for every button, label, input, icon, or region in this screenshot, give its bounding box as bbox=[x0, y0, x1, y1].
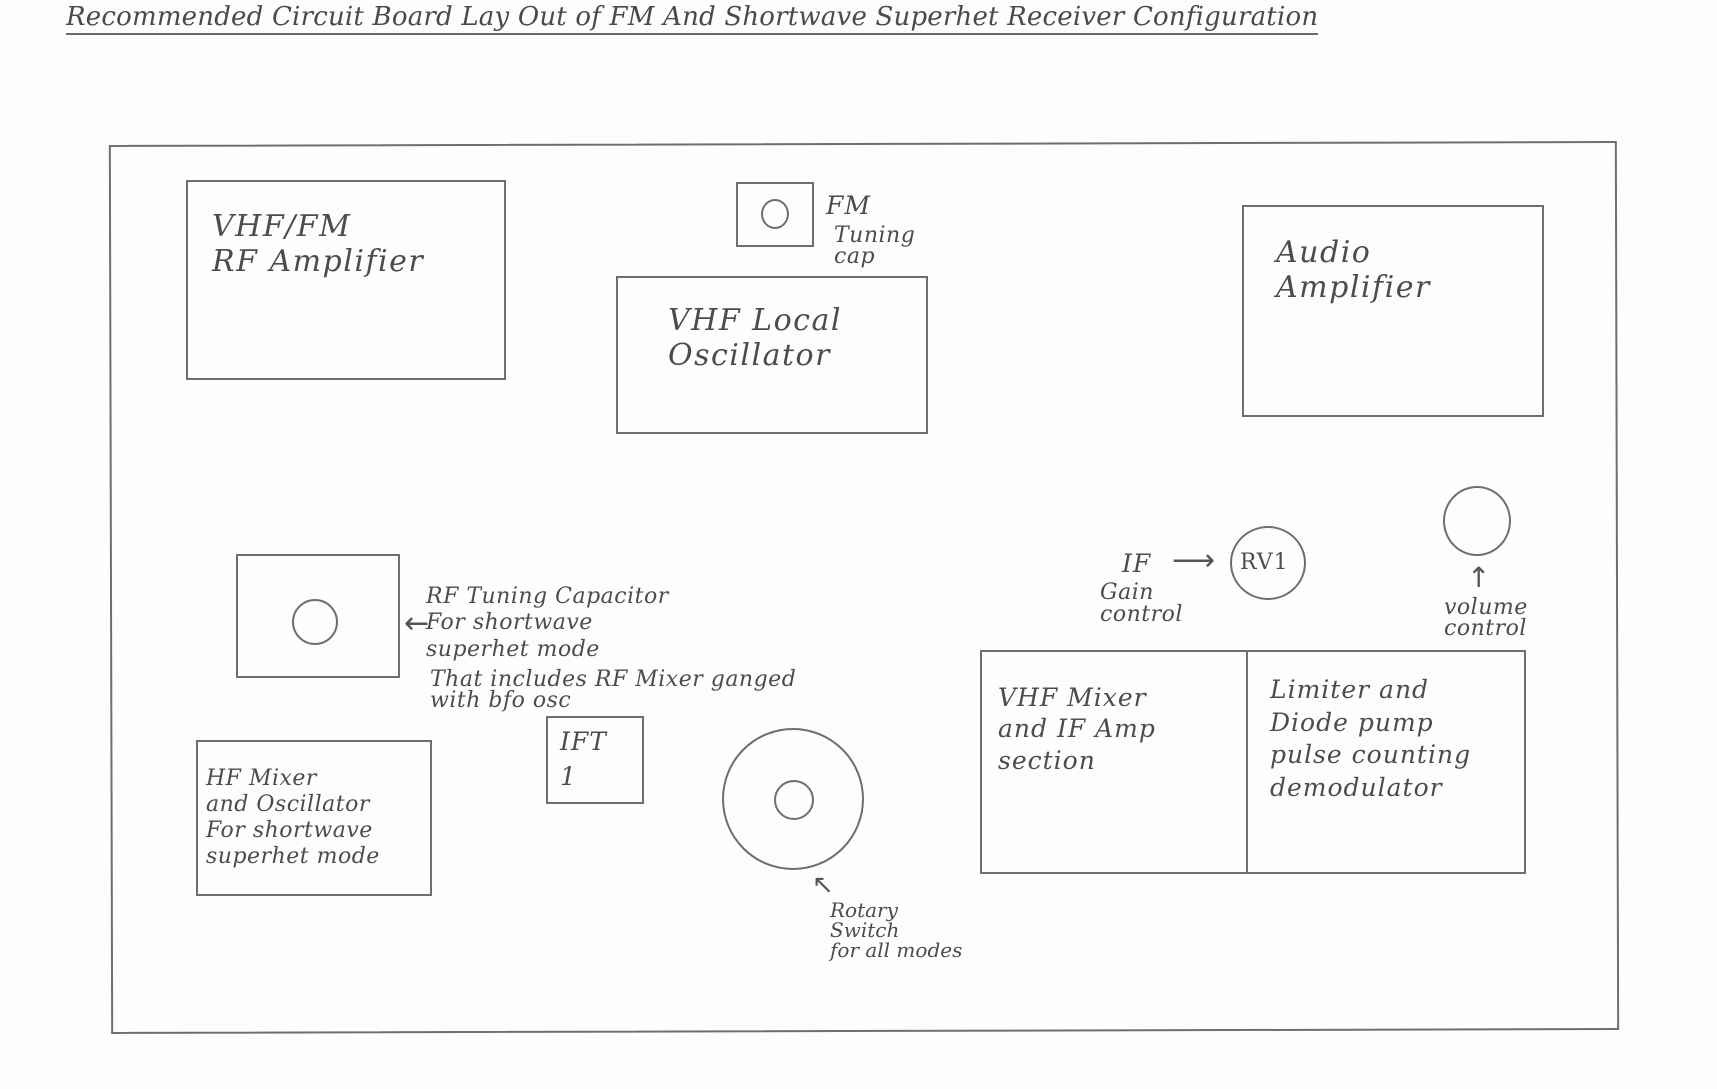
rf-tuning-capacitor-knob bbox=[292, 599, 338, 645]
page-title: Recommended Circuit Board Lay Out of FM … bbox=[66, 2, 1319, 35]
if-gain-label: IF bbox=[1122, 549, 1152, 578]
if-gain-sub-label: Gain control bbox=[1100, 580, 1183, 627]
volume-control-knob bbox=[1443, 486, 1511, 556]
ift1-label: IFT 1 bbox=[560, 727, 607, 791]
if-gain-arrow-icon: ⟶ bbox=[1172, 543, 1216, 578]
vhf-mixer-if-amp-label: VHF Mixer and IF Amp section bbox=[998, 683, 1156, 775]
hf-mixer-oscillator-block bbox=[196, 740, 432, 896]
limiter-demodulator-block bbox=[1246, 650, 1526, 874]
rf-tuning-capacitor-label: RF Tuning Capacitor For shortwave superh… bbox=[426, 584, 669, 662]
rf-tuning-capacitor-block bbox=[236, 554, 400, 678]
rv1-label: RV1 bbox=[1240, 550, 1289, 575]
rotary-switch-label: Rotary Switch for all modes bbox=[830, 898, 963, 962]
vhf-fm-rf-amplifier-block bbox=[186, 180, 506, 380]
rf-tuning-arrow-icon: ← bbox=[404, 606, 430, 641]
rotary-switch-inner bbox=[774, 780, 814, 820]
audio-amplifier-label: Audio Amplifier bbox=[1276, 235, 1431, 305]
rf-tuning-note-label: That includes RF Mixer ganged with bfo o… bbox=[430, 667, 797, 713]
ift1-block bbox=[546, 716, 644, 804]
vhf-local-oscillator-label: VHF Local Oscillator bbox=[668, 303, 842, 373]
volume-control-arrow-icon: ↑ bbox=[1467, 561, 1491, 594]
volume-control-label: volume control bbox=[1444, 595, 1528, 641]
fm-tuning-cap-knob bbox=[761, 199, 789, 229]
limiter-demodulator-label: Limiter and Diode pump pulse counting de… bbox=[1270, 675, 1472, 802]
vhf-fm-rf-amplifier-label: VHF/FM RF Amplifier bbox=[212, 209, 425, 279]
rv1-potentiometer bbox=[1230, 526, 1306, 600]
hf-mixer-oscillator-label: HF Mixer and Oscillator For shortwave su… bbox=[206, 766, 380, 869]
fm-tuning-sub-label: Tuning cap bbox=[834, 223, 916, 269]
vhf-local-oscillator-block bbox=[616, 276, 928, 434]
audio-amplifier-block bbox=[1242, 205, 1544, 417]
rotary-switch-outer bbox=[722, 728, 864, 870]
rotary-switch-arrow-icon: ↖ bbox=[812, 870, 834, 900]
fm-tuning-cap-block bbox=[736, 182, 814, 247]
fm-tuning-label: FM bbox=[826, 191, 871, 220]
